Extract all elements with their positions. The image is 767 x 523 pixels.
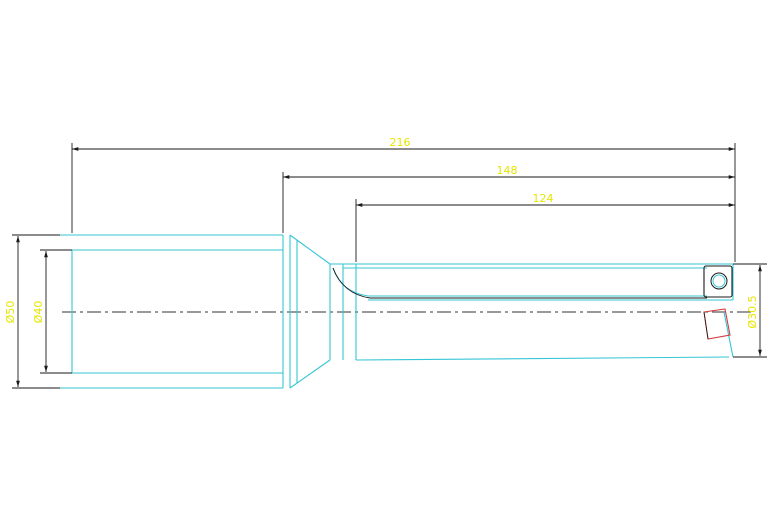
- dimension-shank-diameter-label: Ø50: [4, 301, 17, 324]
- dimension-drill-diameter: [733, 263, 767, 358]
- dimension-body: [282, 172, 735, 233]
- outer-insert: [703, 265, 733, 298]
- shank: [18, 234, 298, 389]
- dimension-shank-inner-diameter: [40, 249, 72, 374]
- dimension-overall-label: 216: [390, 136, 411, 149]
- dimension-flute-label: 124: [533, 192, 554, 205]
- cone-transition: [289, 234, 357, 389]
- dimension-shank-inner-diameter-label: Ø40: [32, 301, 45, 324]
- dimension-flute: [355, 199, 735, 262]
- inner-insert: [703, 308, 731, 340]
- flute-edge: [332, 267, 707, 299]
- insert-screw-icon: [710, 272, 728, 290]
- dimension-overall: [71, 143, 736, 262]
- dimension-body-label: 148: [497, 164, 518, 177]
- dimension-shank-diameter: [12, 234, 60, 389]
- dimension-drill-diameter-label: Ø30.5: [746, 295, 759, 328]
